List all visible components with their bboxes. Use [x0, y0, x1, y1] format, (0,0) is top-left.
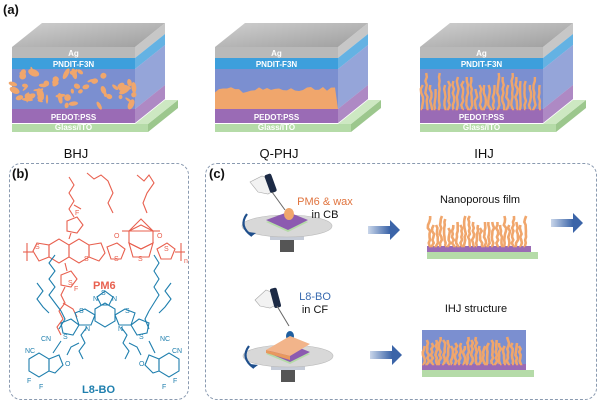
atom-n: N — [85, 326, 90, 333]
device-caption-bhj: BHJ — [63, 146, 89, 161]
panel-b-label: (b) — [12, 166, 29, 181]
pedot-label: PEDOT:PSS — [459, 113, 505, 122]
atom-nc: NC — [160, 336, 170, 343]
atom-f: F — [173, 378, 177, 385]
panel-a-label: (a) — [3, 2, 19, 17]
pipette-icon — [249, 173, 286, 211]
glass-label: Glass/ITO — [463, 123, 500, 132]
atom-n: N — [93, 296, 98, 303]
etl-layer — [420, 58, 543, 69]
molecule-structures: F S S S O O S S n S F PM6 — [23, 172, 188, 396]
ag-layer — [215, 47, 338, 58]
ag-label: Ag — [68, 49, 79, 58]
film2-label: IHJ structure — [444, 303, 508, 315]
glass-layer — [215, 124, 351, 132]
film1-label: Nanoporous film — [439, 194, 521, 206]
etl-layer — [12, 58, 135, 69]
atom-s: S — [114, 256, 119, 263]
pedot-label: PEDOT:PSS — [254, 113, 300, 122]
process-arrow — [551, 213, 583, 233]
glass-layer — [420, 124, 556, 132]
ihj-film — [421, 330, 534, 377]
atom-o: O — [65, 361, 71, 368]
pedot-label: PEDOT:PSS — [51, 113, 97, 122]
atom-f: F — [27, 378, 31, 385]
atom-s: S — [35, 244, 40, 251]
atom-n: N — [118, 326, 123, 333]
atom-o: O — [114, 233, 120, 240]
atom-o: O — [139, 361, 145, 368]
pipette-icon — [254, 287, 294, 341]
process-arrow — [370, 345, 402, 365]
pedot-layer — [215, 109, 338, 123]
glass-label: Glass/ITO — [258, 123, 295, 132]
spin-coater-icon — [241, 208, 333, 252]
glass-layer — [12, 124, 148, 132]
atom-n: n — [184, 258, 188, 265]
pedot-layer — [12, 109, 135, 123]
atom-s: S — [139, 334, 144, 341]
panel-c-label: (c) — [209, 166, 225, 181]
panel-b-box — [9, 163, 189, 400]
atom-s: S — [79, 308, 84, 315]
step1-solvent: in CB — [311, 209, 339, 221]
atom-s: S — [125, 308, 130, 315]
atom-s: S — [138, 256, 143, 263]
atom-s: S — [84, 256, 89, 263]
rotation-arrow-icon — [242, 213, 253, 237]
step2-solute: L8-BO — [299, 291, 331, 303]
ag-label: Ag — [271, 49, 282, 58]
step1-solute: PM6 & wax — [297, 196, 353, 208]
etl-label: PNDIT-F3N — [53, 60, 95, 69]
spin-coater-icon — [242, 336, 334, 382]
atom-f: F — [75, 210, 79, 217]
atom-o: O — [157, 233, 163, 240]
atom-s: S — [101, 290, 106, 297]
atom-f: F — [162, 384, 166, 391]
l8bo-structure — [28, 254, 180, 378]
process-arrow — [368, 220, 400, 240]
atom-f: F — [39, 384, 43, 391]
atom-cn: CN — [172, 348, 182, 355]
step2-solvent: in CF — [301, 304, 329, 316]
glass-label: Glass/ITO — [55, 123, 92, 132]
atom-s: S — [164, 246, 169, 253]
atom-cn: CN — [41, 336, 51, 343]
atom-s: S — [63, 334, 68, 341]
pm6-label: PM6 — [93, 280, 116, 292]
rotation-arrow-icon — [244, 345, 255, 369]
etl-label: PNDIT-F3N — [461, 60, 503, 69]
pm6-structure — [23, 172, 185, 336]
ag-layer — [12, 47, 135, 58]
atom-s: S — [68, 280, 73, 287]
atom-f: F — [74, 286, 78, 293]
device-caption-ihj: IHJ — [474, 146, 494, 161]
ag-label: Ag — [476, 49, 487, 58]
etl-layer — [215, 58, 338, 69]
pedot-layer — [420, 109, 543, 123]
nanoporous-film — [426, 215, 538, 259]
ag-layer — [420, 47, 543, 58]
atom-n: N — [112, 296, 117, 303]
atom-nc: NC — [25, 348, 35, 355]
panel-c-box — [205, 163, 597, 400]
etl-label: PNDIT-F3N — [256, 60, 298, 69]
device-caption-qphj: Q-PHJ — [259, 146, 299, 161]
l8bo-label: L8-BO — [82, 384, 115, 396]
